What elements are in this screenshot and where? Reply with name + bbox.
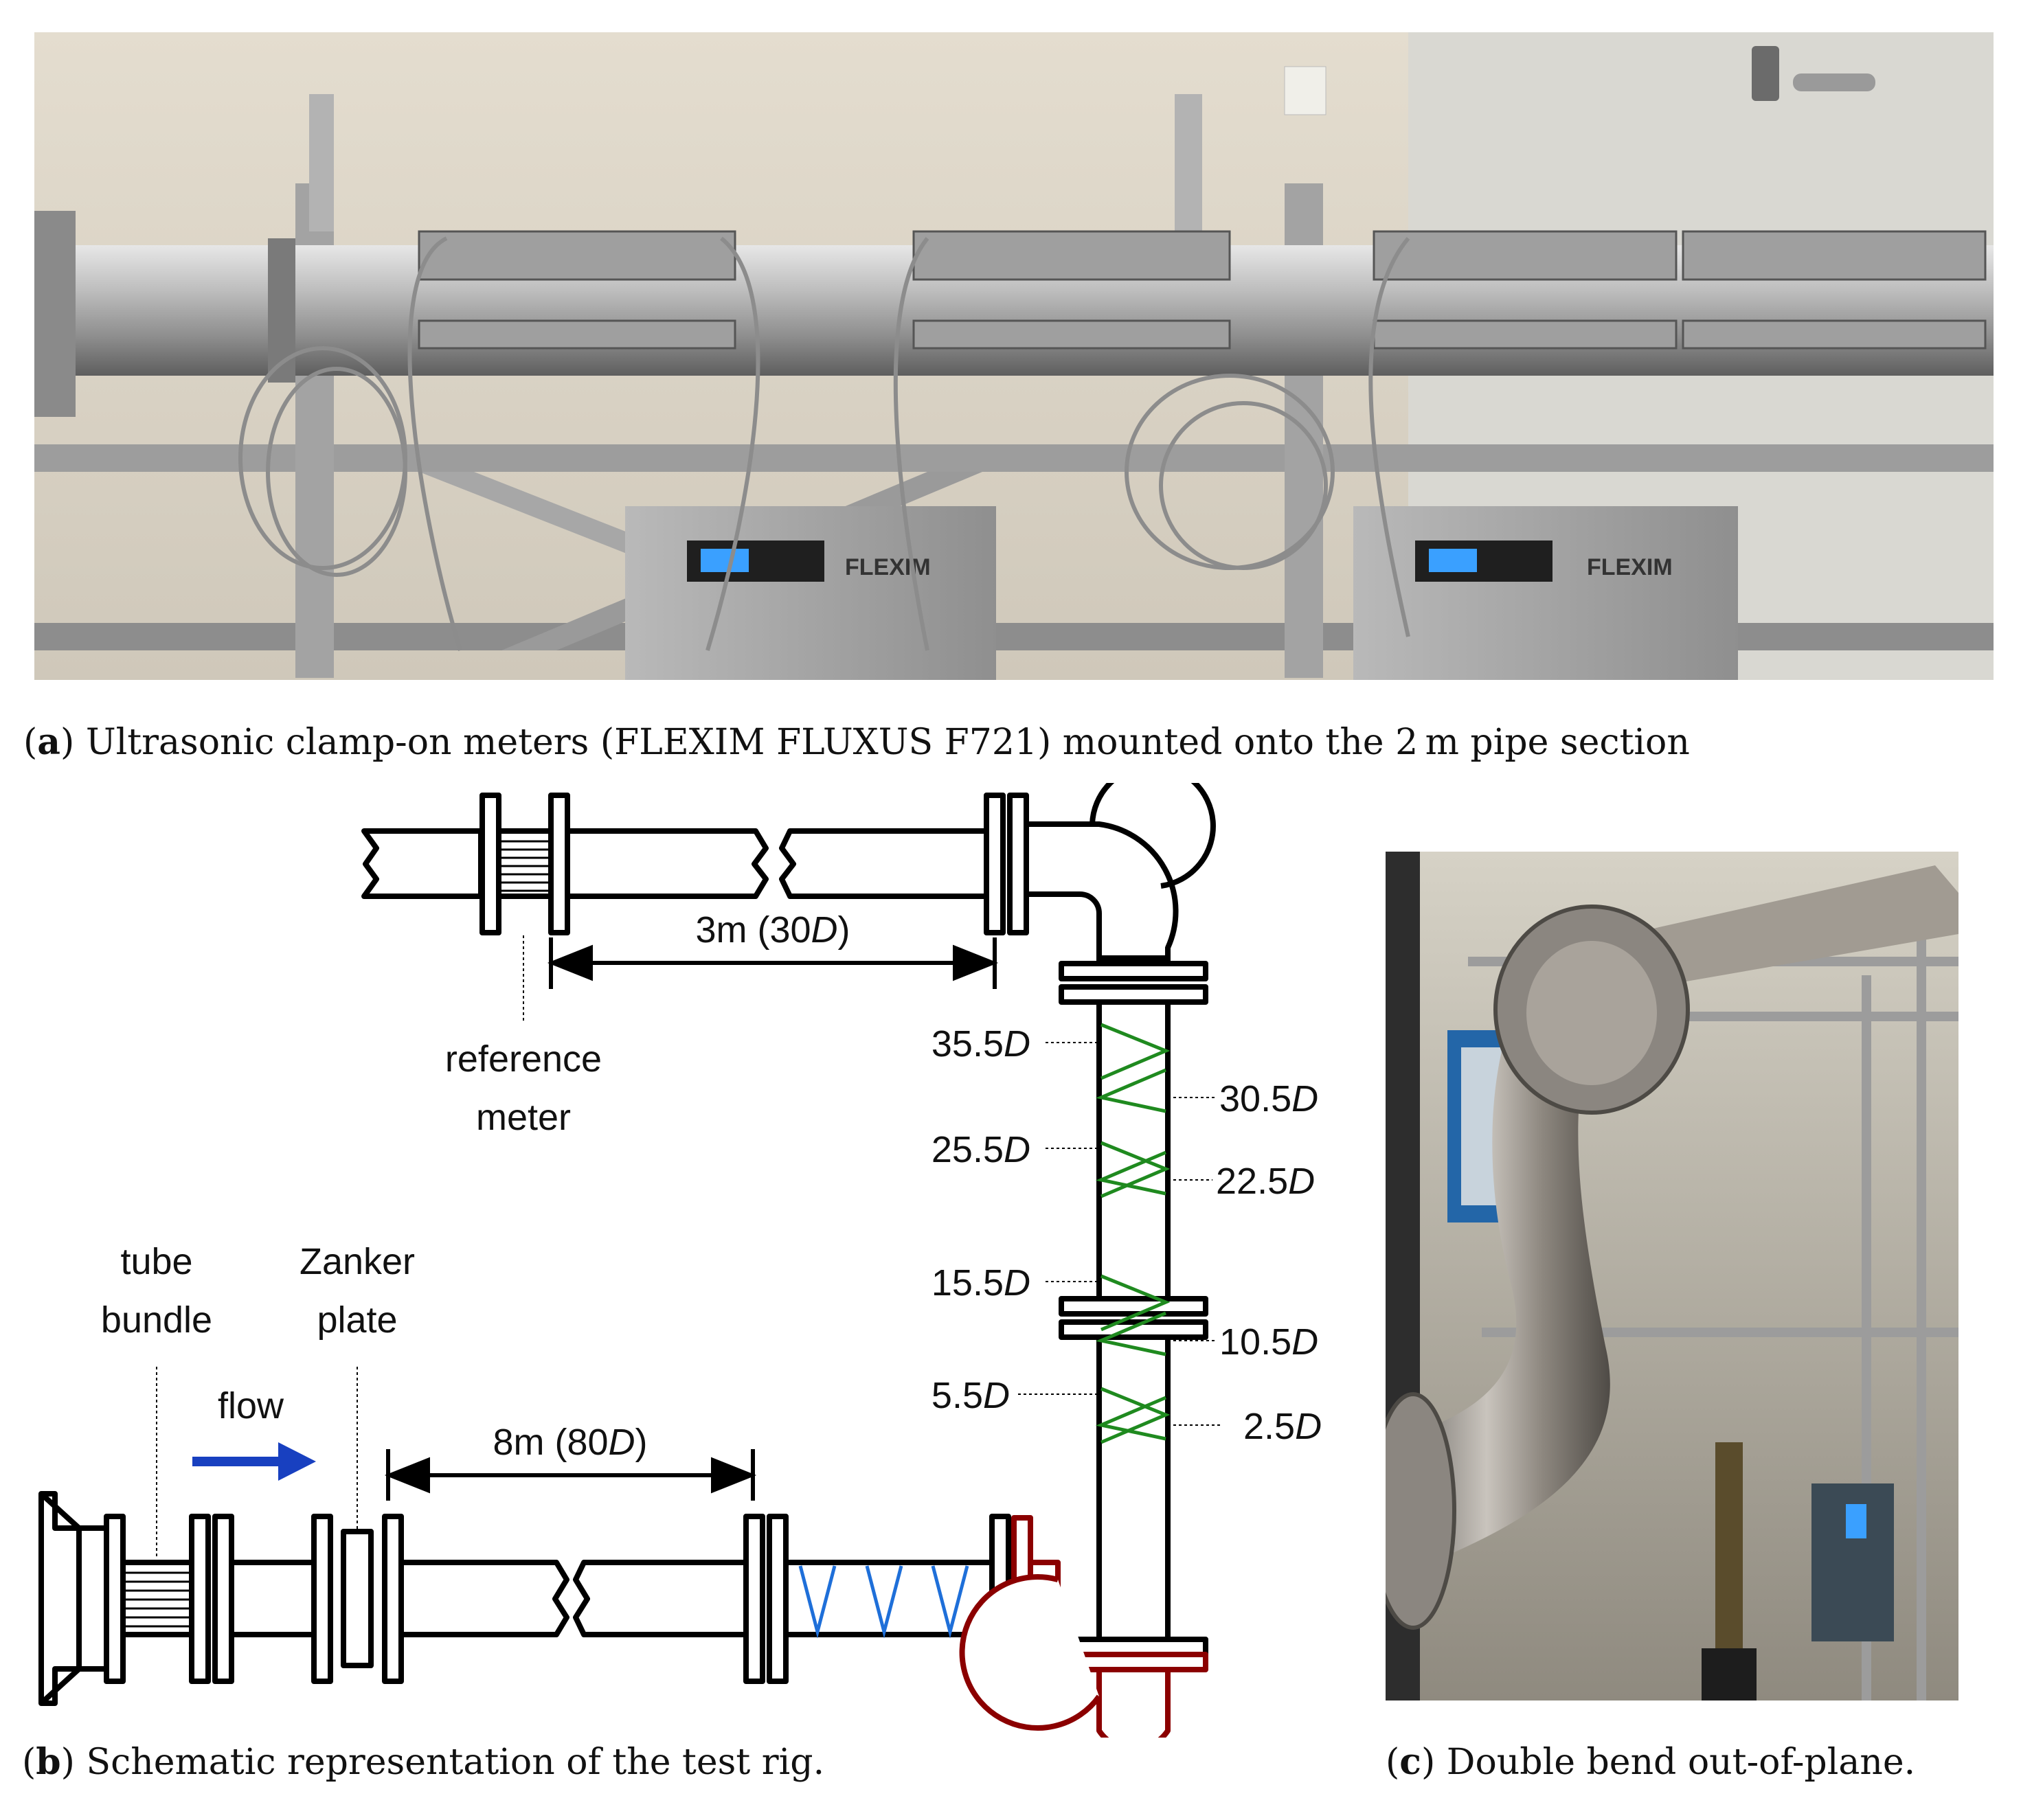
caption-b-text: Schematic representation of the test rig… <box>86 1742 825 1783</box>
bend-bottom <box>959 1515 1208 1738</box>
flange-bottom-meter-1 <box>743 1514 765 1684</box>
caption-c-letter: c <box>1399 1741 1421 1783</box>
distance-bottom-close: ) <box>635 1422 648 1463</box>
label-reference-2: meter <box>476 1097 571 1138</box>
measurement-section-lower <box>1096 1334 1171 1642</box>
dimension-arrow-top-right-head <box>953 944 999 981</box>
label-zanker-1: Zanker <box>300 1241 415 1282</box>
pipe-segment-bottom-2 <box>398 1560 569 1637</box>
flexim-logo-left: FLEXIM <box>845 554 931 580</box>
photo-clamp-on-meters: FLEXIM FLEXIM <box>34 32 1994 680</box>
pipe-segment-top-2 <box>779 828 989 899</box>
ultrasonic-path-green <box>1100 1274 1171 1332</box>
position-right-4: 2.5D <box>1243 1406 1322 1447</box>
distance-bottom-unit: D <box>609 1422 635 1463</box>
flange-vertical-3 <box>1059 1296 1208 1317</box>
flange-zanker-1 <box>311 1514 333 1684</box>
ultrasonic-path-blue <box>798 1565 837 1639</box>
label-tube-1: tube <box>120 1241 192 1282</box>
caption-a: (a) Ultrasonic clamp-on meters (FLEXIM F… <box>23 721 1690 763</box>
position-right-2: 22.5D <box>1216 1161 1315 1202</box>
flange-tube-2 <box>189 1514 211 1684</box>
bend-top-outer <box>1089 783 1216 889</box>
dimension-arrow-bottom-left-head <box>384 1457 430 1494</box>
bend-top <box>1024 821 1179 971</box>
label-flow: flow <box>218 1385 284 1426</box>
position-left-2: 25.5D <box>932 1129 1030 1170</box>
position-right-1: 30.5D <box>1219 1078 1318 1119</box>
ultrasonic-path-blue <box>865 1565 903 1639</box>
caption-b: (b) Schematic representation of the test… <box>22 1741 825 1783</box>
caption-a-text: Ultrasonic clamp-on meters (FLEXIM FLUXU… <box>85 722 1690 763</box>
position-left-3: 15.5D <box>932 1262 1030 1304</box>
pipe-segment-top-inlet <box>361 828 484 899</box>
pipe-segment-top-1 <box>565 828 769 899</box>
dimension-arrow-top-left-head <box>547 944 593 981</box>
ultrasonic-path-green <box>1100 1141 1171 1198</box>
distance-top-num: 3m (30 <box>695 909 811 951</box>
label-zanker-2: plate <box>317 1299 397 1341</box>
measurement-section-upper <box>1096 999 1171 1301</box>
label-distance-top: 3m (30D) <box>695 909 850 951</box>
caption-b-letter: b <box>36 1741 61 1783</box>
ultrasonic-path-green <box>1095 1068 1166 1113</box>
position-left-4: 5.5D <box>932 1375 1010 1416</box>
zanker-plate <box>341 1529 374 1668</box>
ultrasonic-path-green <box>1100 1023 1171 1080</box>
ultrasonic-path-blue <box>931 1565 969 1639</box>
pipe-segment-bottom-1 <box>229 1560 317 1637</box>
flange-top-bend-1 <box>984 793 1006 935</box>
distance-bottom-num: 8m (80 <box>493 1422 608 1463</box>
photo-double-bend <box>1386 852 1958 1700</box>
pipe-inlet-stub <box>76 1525 109 1672</box>
label-distance-bottom: 8m (80D) <box>493 1422 647 1463</box>
caption-c: (c) Double bend out-of-plane. <box>1386 1741 1916 1783</box>
ultrasonic-paths-blue <box>798 1565 969 1639</box>
pipe-segment-bottom-3 <box>573 1560 749 1637</box>
caption-c-text: Double bend out-of-plane. <box>1446 1742 1916 1783</box>
test-rig-schematic: reference meter tube bundle Zanker plate… <box>38 783 1322 1738</box>
ultrasonic-path-green <box>1095 1311 1166 1356</box>
ultrasonic-path-green <box>1100 1387 1171 1444</box>
ultrasonic-path-green <box>1095 1396 1166 1441</box>
flow-arrow <box>192 1442 316 1481</box>
ultrasonic-paths-green <box>1095 1023 1171 1444</box>
position-left-1: 35.5D <box>932 1023 1030 1065</box>
tube-bundle-lines <box>124 1571 190 1628</box>
position-right-3: 10.5D <box>1219 1321 1318 1363</box>
ultrasonic-path-green <box>1095 1150 1166 1196</box>
reference-meter-lines <box>500 840 550 892</box>
flange-bottom-meter-2 <box>767 1514 789 1684</box>
distance-top-unit: D <box>811 909 838 951</box>
caption-a-letter: a <box>37 721 60 763</box>
flange-vertical-1 <box>1059 961 1208 981</box>
label-tube-2: bundle <box>101 1299 212 1341</box>
dimension-arrow-bottom-right-head <box>711 1457 757 1494</box>
label-reference-1: reference <box>445 1038 602 1080</box>
distance-top-close: ) <box>838 909 850 951</box>
flexim-logo-right: FLEXIM <box>1587 554 1673 580</box>
